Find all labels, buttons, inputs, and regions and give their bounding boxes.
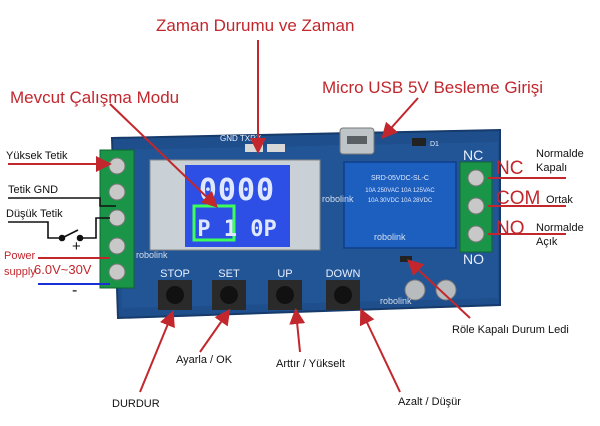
label-stop: DURDUR [112,398,160,410]
relay-model: SRD-05VDC-SL-C [371,175,429,182]
label-up: Arttır / Yükselt [276,358,345,370]
no-silk-label: NO [463,251,484,267]
button-up[interactable] [268,280,302,310]
lcd-time-digits: 0000 [199,173,275,208]
button-down-silk: DOWN [326,268,361,280]
button-up-silk: UP [277,268,292,280]
label-low-trigger: Düşük Tetik [6,208,63,220]
trigger-wiring [8,197,116,242]
label-high-trigger: Yüksek Tetik [6,150,68,162]
lcd-mode-text: P 1 0P [197,217,276,242]
watermark-3: robolink [136,250,168,260]
relay [343,161,457,249]
nc-silk-label: NC [463,147,483,163]
relay-rating-2: 10A 30VDC 10A 28VDC [368,198,433,204]
label-minus: - [72,282,78,299]
relay-rating-1: 10A 250VAC 10A 125VAC [365,188,435,194]
label-com: COM [496,188,541,209]
left-terminal-block [99,149,135,289]
capacitor-2 [435,279,457,301]
label-com-desc: Ortak [546,194,573,206]
label-no: NO [496,218,525,239]
label-relay-led: Röle Kapalı Durum Ledi [452,324,569,336]
button-set[interactable] [212,280,246,310]
micro-usb-port [339,127,375,155]
label-supply: supply [4,266,36,278]
label-working-mode: Mevcut Çalışma Modu [10,88,180,107]
button-set-silk: SET [218,268,240,280]
right-terminal-block [459,161,493,253]
header-silk-text: GND TXRX [220,134,262,143]
label-voltage-range: 6.0V~30V [34,262,92,277]
diode-label: D1 [430,141,439,148]
label-power: Power [4,250,36,262]
button-stop[interactable] [158,280,192,310]
label-down: Azalt / Düşür [398,396,461,408]
watermark-1: robolink [322,194,354,204]
label-time-status: Zaman Durumu ve Zaman [156,16,355,35]
watermark-4: robolink [380,296,412,306]
relay-status-led [400,256,412,262]
label-no-desc-1: Normalde [536,222,584,234]
annotation-arrows [8,40,566,393]
capacitor-1 [404,279,426,301]
label-nc-desc-2: Kapalı [536,162,568,174]
lcd-display [149,159,321,251]
watermark-2: robolink [374,232,406,242]
button-stop-silk: STOP [160,268,190,280]
label-plus: + [72,238,81,255]
power-wires [38,257,110,285]
label-usb-input: Micro USB 5V Besleme Girişi [322,78,544,97]
label-nc-desc-1: Normalde [536,148,584,160]
button-down[interactable] [326,280,360,310]
label-trigger-gnd: Tetik GND [8,184,59,196]
label-set-ok: Ayarla / OK [176,354,233,366]
label-nc: NC [496,158,524,179]
label-no-desc-2: Açık [536,236,558,248]
diode-d1 [412,138,426,146]
